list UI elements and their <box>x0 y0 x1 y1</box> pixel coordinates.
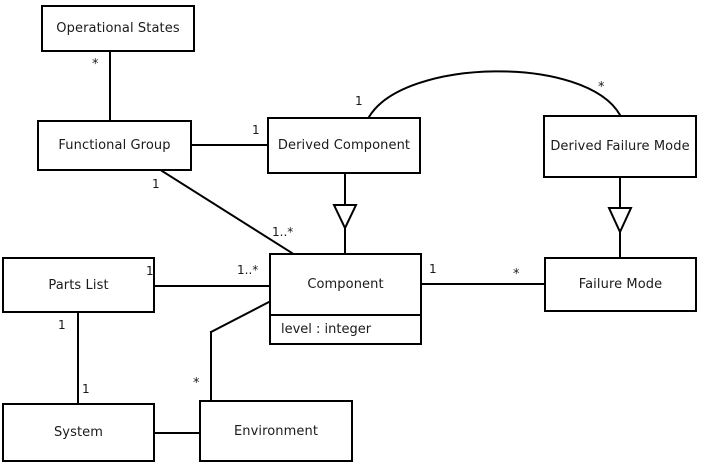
class-box-derived-failure-mode[interactable]: Derived Failure Mode <box>543 115 697 178</box>
class-name-derived-component: Derived Component <box>277 138 411 153</box>
connector-derived-component-derived-failure-mode <box>367 70 622 119</box>
generalization-triangle-derived-failure-mode <box>607 207 633 235</box>
class-name-environment: Environment <box>233 423 319 439</box>
class-box-parts-list[interactable]: Parts List <box>2 257 155 313</box>
class-box-functional-group[interactable]: Functional Group <box>37 120 192 171</box>
class-name-system: System <box>53 425 104 440</box>
multiplicity-functional-group-component: 1 <box>152 177 160 191</box>
class-box-component[interactable]: Component level : integer <box>269 253 422 345</box>
multiplicity-environment-to-component: * <box>193 376 200 391</box>
class-name-derived-failure-mode: Derived Failure Mode <box>550 139 690 154</box>
multiplicity-component-to-failure-mode: 1 <box>429 262 437 276</box>
connector-functional-group-component <box>160 169 294 255</box>
connector-environment-component-diagonal <box>209 300 271 334</box>
class-attribute-component-level: level : integer <box>271 314 420 343</box>
multiplicity-functional-group-derived-component: 1 <box>252 123 260 137</box>
class-box-failure-mode[interactable]: Failure Mode <box>544 257 697 312</box>
multiplicity-component-from-functional-group: 1..* <box>272 225 294 239</box>
class-box-system[interactable]: System <box>2 403 155 462</box>
class-name-failure-mode: Failure Mode <box>578 277 663 292</box>
multiplicity-parts-list-to-component: 1 <box>146 264 154 278</box>
class-box-operational-states[interactable]: Operational States <box>41 5 195 52</box>
multiplicity-component-from-parts-list: 1..* <box>237 263 259 277</box>
multiplicity-operational-states-functional-group: * <box>92 57 99 72</box>
class-box-derived-component[interactable]: Derived Component <box>267 117 421 174</box>
generalization-triangle-derived-component <box>332 204 358 231</box>
class-box-environment[interactable]: Environment <box>199 400 353 462</box>
multiplicity-parts-list-to-system: 1 <box>58 318 66 332</box>
class-name-component: Component <box>307 277 384 292</box>
multiplicity-derived-component-arc-start: 1 <box>355 94 363 108</box>
multiplicity-failure-mode-from-component: * <box>513 267 520 282</box>
multiplicity-derived-failure-mode-arc-end: * <box>598 80 605 95</box>
class-name-operational-states: Operational States <box>56 21 180 36</box>
class-name-parts-list: Parts List <box>48 277 109 293</box>
multiplicity-system-to-parts-list: 1 <box>82 382 90 396</box>
class-name-functional-group: Functional Group <box>58 138 171 153</box>
